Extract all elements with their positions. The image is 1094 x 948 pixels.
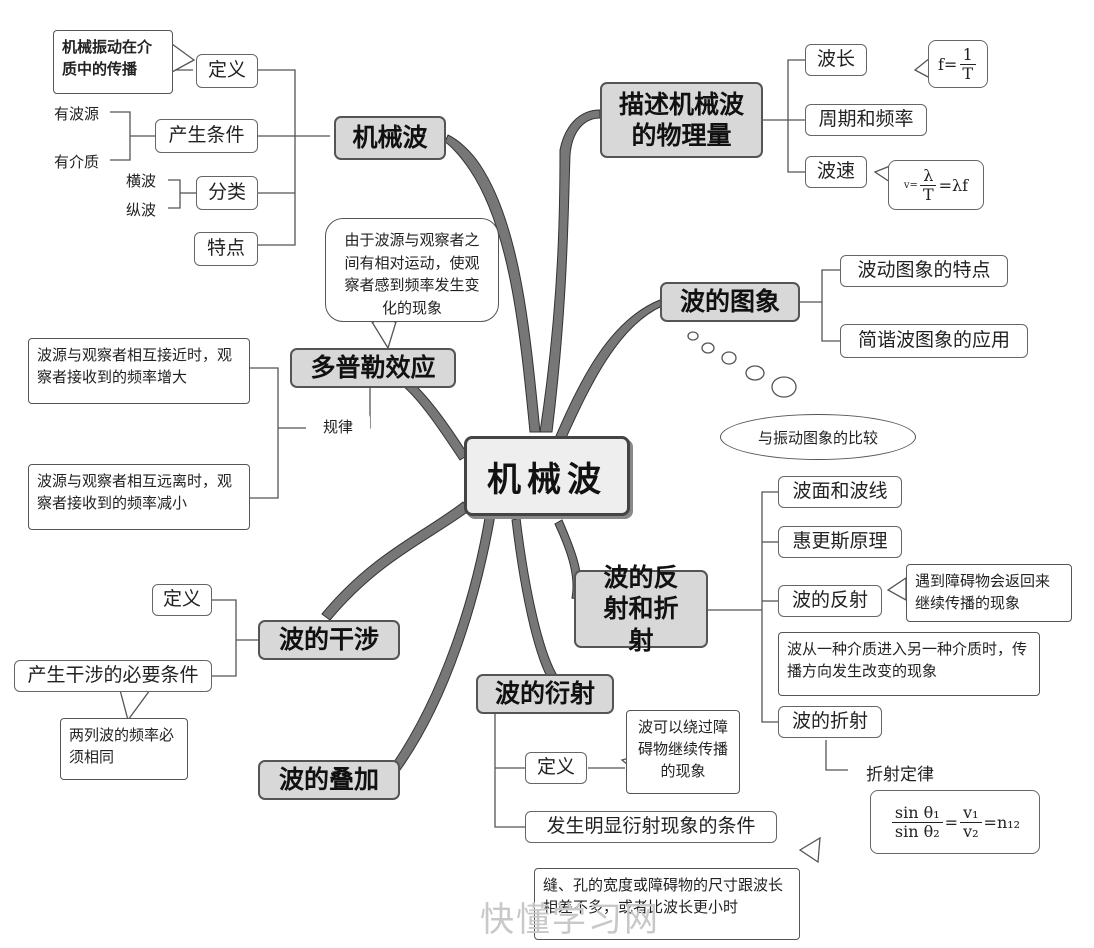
yanshe-dingyi: 定义	[525, 752, 587, 784]
branch-miaoshu: 描述机械波的物理量	[600, 82, 763, 158]
yanshe-dingyi-note: 波可以绕过障碍物继续传播的现象	[626, 710, 740, 794]
branch-yanshe: 波的衍射	[476, 674, 614, 714]
yanshe-tiaojian: 发生明显衍射现象的条件	[525, 811, 777, 843]
tiaojian-item-2: 有介质	[54, 153, 100, 171]
miaoshu-bochang: 波长	[805, 44, 867, 76]
fanshe-note: 遇到障碍物会返回来继续传播的现象	[906, 564, 1072, 622]
jixiebo-tedian: 特点	[194, 232, 258, 266]
jixiebo-tiaojian: 产生条件	[155, 119, 258, 153]
duopule-guilv: 规律	[306, 412, 370, 442]
fanshe-dinglv: 折射定律	[866, 765, 934, 785]
branch-duopule: 多普勒效应	[290, 348, 456, 388]
tiaojian-item-1: 有波源	[54, 105, 100, 123]
fenlei-item-1: 横波	[126, 172, 157, 190]
duopule-near: 波源与观察者相互接近时，观察者接收到的频率增大	[28, 338, 250, 404]
fanshe-bomian: 波面和波线	[778, 476, 902, 508]
fanshe-zheshe: 波的折射	[778, 706, 882, 738]
duopule-far: 波源与观察者相互远离时，观察者接收到的频率减小	[28, 464, 250, 530]
fanshe-huygens: 惠更斯原理	[778, 526, 902, 558]
jixiebo-dingyi: 定义	[196, 54, 258, 88]
tuxiang-compare: 与振动图象的比较	[720, 414, 916, 460]
watermark: 快懂学习网	[480, 900, 660, 940]
fenlei-item-2: 纵波	[126, 201, 157, 219]
duopule-bubble: 由于波源与观察者之间有相对运动，使观察者感到频率发生变化的现象	[325, 218, 499, 322]
jixiebo-dingyi-note: 机械振动在介质中的传播	[53, 30, 173, 94]
formula-prefix: v=	[903, 179, 918, 191]
branch-fanshe: 波的反射和折射	[574, 563, 708, 655]
miaoshu-zhouqi: 周期和频率	[805, 104, 927, 136]
jixiebo-fenlei: 分类	[196, 176, 258, 210]
fanshe-fanshe: 波的反射	[778, 585, 882, 617]
ganshe-dingyi: 定义	[152, 584, 212, 616]
miaoshu-bosu: 波速	[805, 156, 867, 188]
zheshe-note: 波从一种介质进入另一种介质时，传播方向发生改变的现象	[778, 632, 1040, 696]
branch-jixiebo: 机械波	[334, 116, 446, 160]
branch-ganshe: 波的干涉	[258, 620, 400, 660]
tuxiang-item-1: 波动图象的特点	[840, 255, 1008, 287]
branch-tuxiang: 波的图象	[660, 282, 800, 322]
center-node: 机械波	[464, 436, 630, 516]
tuxiang-item-2: 简谐波图象的应用	[840, 324, 1028, 358]
branch-diejia: 波的叠加	[258, 760, 400, 800]
ganshe-tiaojian-note: 两列波的频率必须相同	[60, 718, 188, 780]
ganshe-tiaojian: 产生干涉的必要条件	[14, 660, 212, 692]
yanshe-tiaojian-note: 缝、孔的宽度或障碍物的尺寸跟波长相差不多，或者比波长更小时	[534, 868, 800, 940]
